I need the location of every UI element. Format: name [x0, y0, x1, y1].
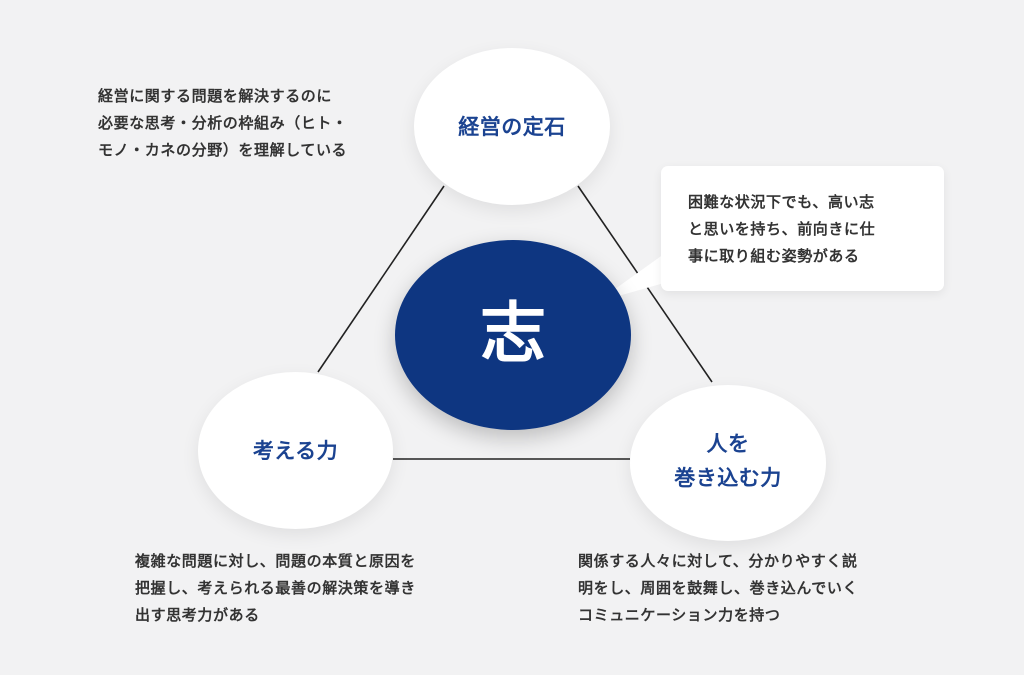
description-line: 経営に関する問題を解決するのに: [98, 87, 333, 105]
node-keiei-no-joseki: 経営の定石: [414, 48, 610, 205]
node-hito-wo-makikomu-chikara: 人を 巻き込む力: [630, 385, 826, 541]
description-line: モノ・カネの分野）を理解している: [98, 141, 348, 159]
node-label: 考える力: [252, 438, 339, 463]
callout-text: 困難な状況下でも、高い志 と思いを持ち、前向きに仕 事に取り組む姿勢がある: [688, 189, 944, 270]
description-line: コミュニケーション力を持つ: [578, 606, 781, 624]
node-kangaeru-chikara: 考える力: [198, 372, 393, 529]
description-line: 出す思考力がある: [135, 606, 260, 624]
center-node-kokorozashi: 志: [395, 240, 631, 430]
callout-line: 困難な状況下でも、高い志: [688, 193, 875, 211]
callout-bubble: 困難な状況下でも、高い志 と思いを持ち、前向きに仕 事に取り組む姿勢がある: [661, 166, 944, 291]
description-kangaeru-chikara: 複雑な問題に対し、問題の本質と原因を 把握し、考えられる最善の解決策を導き 出す…: [135, 548, 416, 629]
callout-line: 事に取り組む姿勢がある: [688, 247, 860, 265]
description-line: 関係する人々に対して、分かりやすく説: [578, 552, 858, 570]
connector-top-left: [317, 185, 445, 373]
description-keiei-no-joseki: 経営に関する問題を解決するのに 必要な思考・分析の枠組み（ヒト・ モノ・カネの分…: [98, 83, 348, 164]
node-label: 経営の定石: [458, 114, 566, 139]
node-label: 人を 巻き込む力: [674, 432, 782, 490]
description-line: 把握し、考えられる最善の解決策を導き: [135, 579, 416, 597]
description-line: 明をし、周囲を鼓舞し、巻き込んでいく: [578, 579, 859, 597]
description-line: 複雑な問題に対し、問題の本質と原因を: [135, 552, 416, 570]
center-label: 志: [480, 295, 546, 372]
description-line: 必要な思考・分析の枠組み（ヒト・: [98, 114, 348, 132]
description-hito-wo-makikomu-chikara: 関係する人々に対して、分かりやすく説 明をし、周囲を鼓舞し、巻き込んでいく コミ…: [578, 548, 858, 629]
callout-line: と思いを持ち、前向きに仕: [688, 220, 876, 238]
